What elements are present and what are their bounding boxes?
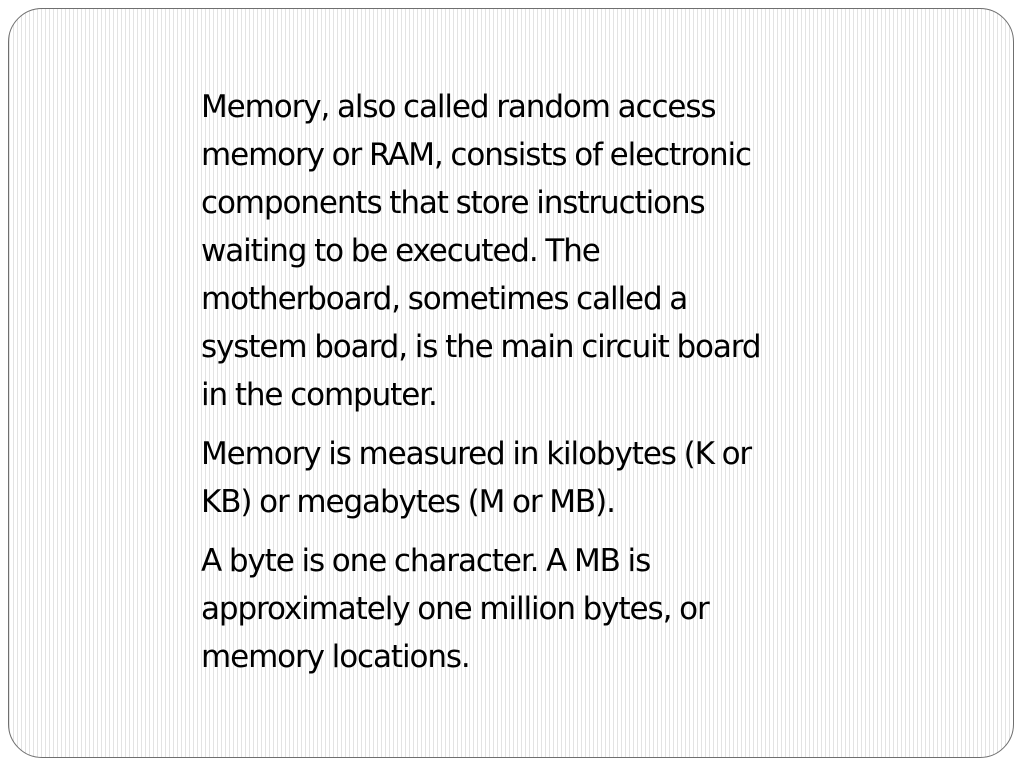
- paragraph-memory-definition: Memory, also called random access memory…: [201, 89, 762, 413]
- slide-body-text: Memory, also called random access memory…: [201, 83, 911, 692]
- slide-frame: Memory, also called random access memory…: [8, 8, 1014, 758]
- paragraph-byte-definition: A byte is one character. A MB is approxi…: [201, 543, 710, 675]
- paragraph-memory-measurement: Memory is measured in kilobytes (K or KB…: [201, 436, 752, 520]
